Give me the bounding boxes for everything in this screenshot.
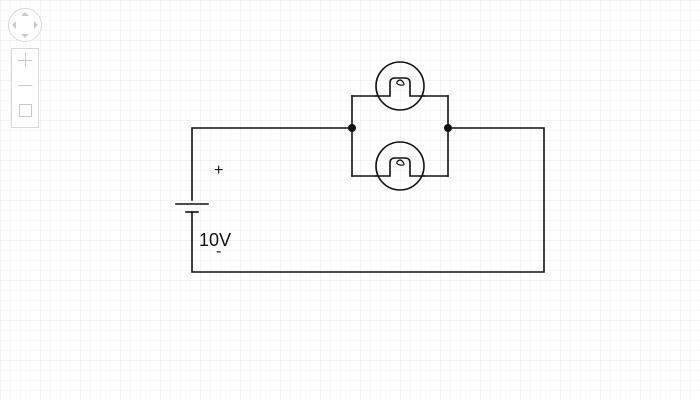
zoom-out-button[interactable] — [12, 74, 38, 98]
zoom-in-button[interactable] — [12, 49, 38, 73]
lamp-top-coil — [396, 79, 405, 86]
circuit — [175, 61, 545, 273]
pan-left-arrow-icon[interactable] — [12, 21, 16, 29]
pan-up-arrow-icon[interactable] — [21, 12, 29, 16]
battery[interactable] — [175, 203, 209, 213]
lamp-top[interactable] — [375, 61, 425, 111]
zoom-controls — [11, 48, 39, 128]
zoom-fit-button[interactable] — [12, 99, 38, 123]
wire-top-right[interactable] — [191, 127, 545, 273]
lamp-top-filament — [375, 77, 425, 97]
junction-left — [348, 124, 356, 132]
lamp-bottom-coil — [396, 159, 405, 166]
lamp-bottom[interactable] — [375, 141, 425, 191]
pan-down-arrow-icon[interactable] — [21, 34, 29, 38]
wire-top-left[interactable] — [191, 127, 353, 201]
lamp-bottom-filament — [375, 157, 425, 177]
battery-voltage-label: 10V — [199, 230, 231, 250]
junction-right — [444, 124, 452, 132]
pan-control[interactable] — [8, 8, 42, 42]
lamp-top-bulb — [375, 61, 425, 111]
battery-positive-label: + — [214, 162, 223, 179]
battery-negative-label: - — [216, 243, 221, 260]
pan-right-arrow-icon[interactable] — [34, 21, 38, 29]
lamp-bottom-bulb — [375, 141, 425, 191]
